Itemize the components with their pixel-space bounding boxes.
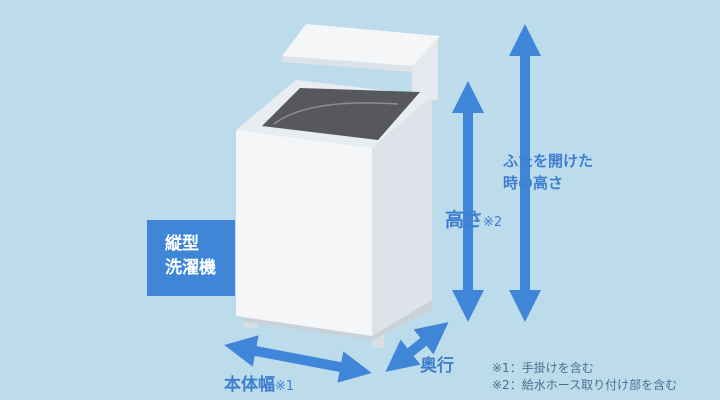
width-arrow [224, 335, 372, 383]
height-label-text: 高さ [445, 209, 484, 231]
footnote-1: ※1：手掛けを含む [492, 361, 594, 375]
width-label-text: 本体幅 [224, 375, 275, 395]
machine-type-badge: 縦型 洗濯機 [147, 220, 235, 296]
lid-open-height-line-1: ふたを開けた [503, 152, 594, 170]
depth-label-text: 奥行 [420, 356, 454, 376]
machine-side [372, 96, 432, 336]
machine-type-line-1: 縦型 [165, 234, 199, 254]
machine-lid-edge [282, 56, 412, 72]
machine-front [236, 130, 372, 336]
machine-back-panel [412, 36, 438, 100]
width-label: 本体幅※1 [224, 370, 294, 395]
machine-type-line-2: 洗濯機 [165, 258, 216, 278]
footnote-2: ※2：給水ホース取り付け部を含む [492, 378, 678, 392]
drum-opening [262, 88, 420, 140]
drum-rim [273, 102, 399, 125]
height-note-mark: ※2 [483, 215, 503, 230]
depth-label: 奥行 [420, 351, 454, 376]
depth-arrow [385, 322, 449, 372]
machine-lid [282, 24, 440, 66]
height-label: 高さ※2 [445, 205, 502, 232]
lid-open-height-line-2: 時の高さ [503, 174, 564, 192]
washing-machine-illustration [236, 24, 440, 348]
machine-base [244, 300, 432, 340]
lid-open-height-label: ふたを開けた 時の高さ [503, 150, 593, 194]
width-note-mark: ※1 [275, 379, 295, 394]
